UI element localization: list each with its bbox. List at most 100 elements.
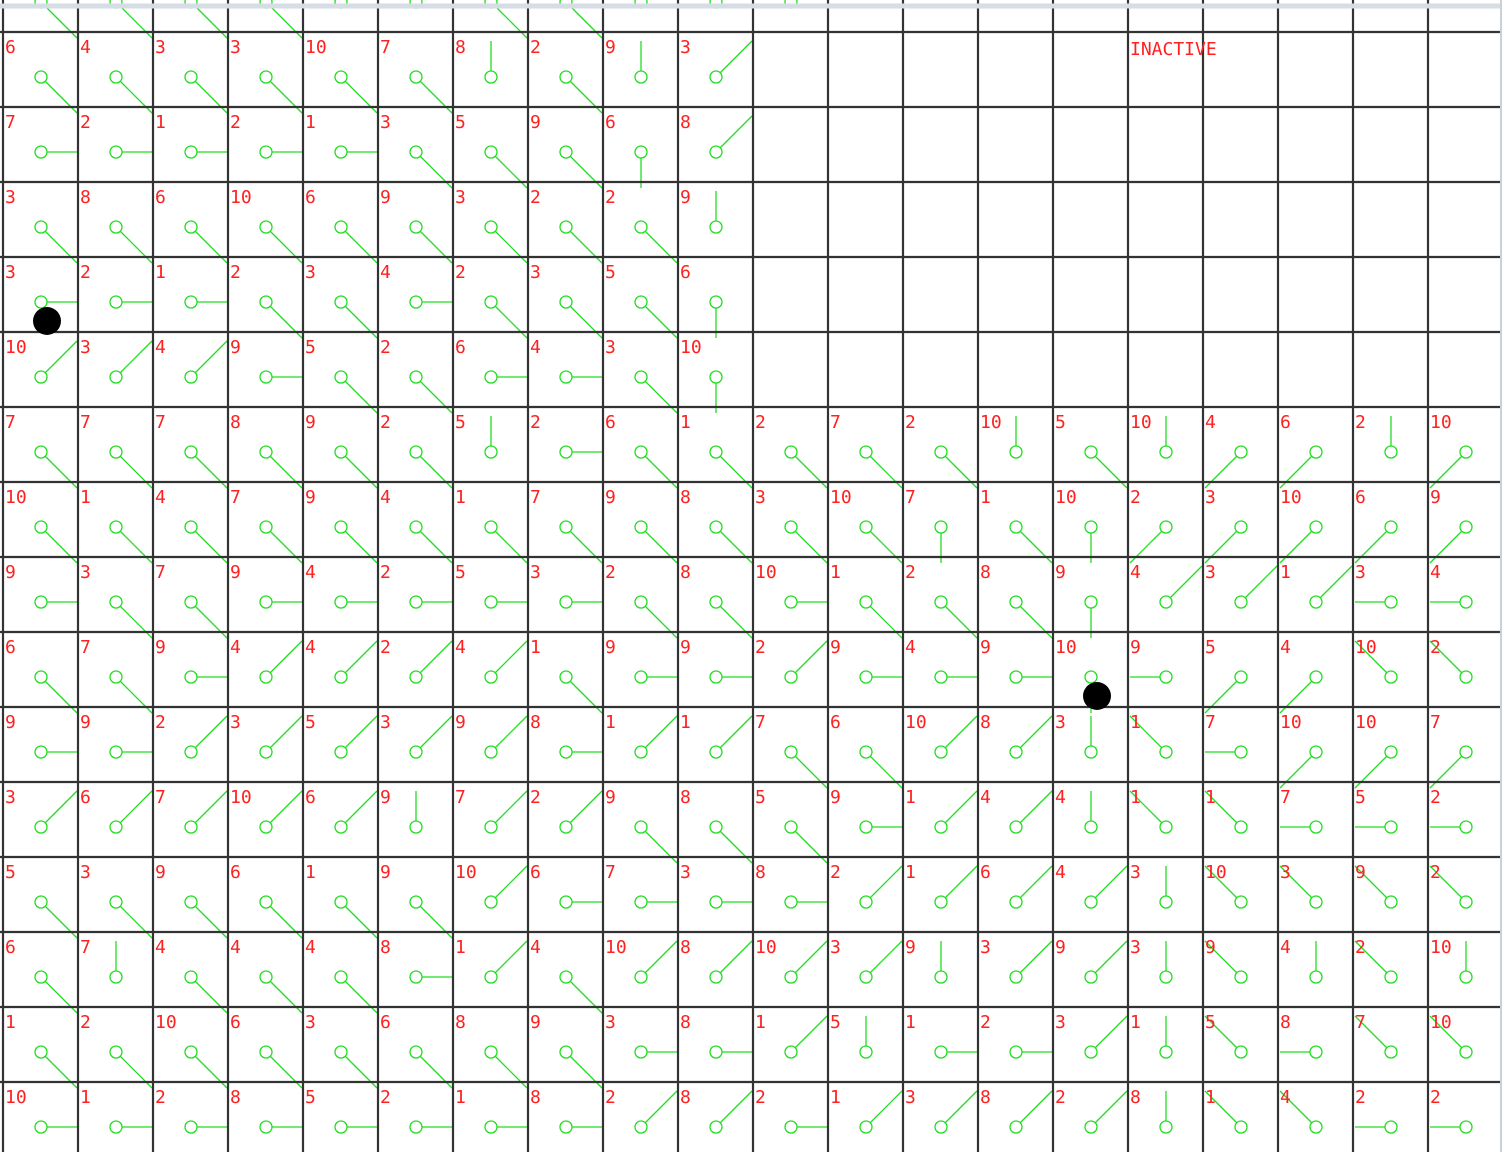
needle-icon — [709, 895, 752, 909]
needle-icon — [634, 41, 648, 84]
cell-number: 3 — [905, 1087, 916, 1108]
cell-number: 4 — [905, 637, 916, 658]
cell-number: 2 — [1355, 937, 1366, 958]
cell-number: 3 — [830, 937, 841, 958]
needle-icon — [1204, 790, 1248, 834]
cell-number: 1 — [80, 487, 91, 508]
needle-icon — [109, 790, 153, 834]
cell-number: 2 — [1430, 637, 1441, 658]
cell-number: 8 — [530, 1087, 541, 1108]
needle-icon — [1279, 1090, 1323, 1134]
cell-number: 4 — [380, 262, 391, 283]
needle-icon — [559, 370, 602, 384]
needle-icon — [1430, 1120, 1473, 1134]
cell-number: 8 — [1280, 1012, 1291, 1033]
needle-icon — [709, 115, 753, 159]
needle-icon — [1084, 1015, 1128, 1059]
cell-number: 3 — [80, 862, 91, 883]
needle-icon — [1159, 416, 1173, 459]
needle-icon — [259, 790, 303, 834]
cell-number: 10 — [980, 412, 1002, 433]
cell-number: 3 — [530, 562, 541, 583]
cell-number: 4 — [80, 37, 91, 58]
cell-number: 3 — [680, 37, 691, 58]
needle-icon — [1205, 745, 1248, 759]
cell-number: 4 — [455, 637, 466, 658]
cell-number: 6 — [5, 937, 16, 958]
needle-icon — [409, 595, 452, 609]
cell-number: 6 — [1355, 487, 1366, 508]
cell-number: 9 — [380, 187, 391, 208]
cell-number: 9 — [830, 787, 841, 808]
needle-icon — [34, 340, 78, 384]
needle-icon — [34, 1120, 77, 1134]
cell-number: 10 — [1355, 637, 1377, 658]
cell-number: 4 — [305, 937, 316, 958]
needle-icon — [184, 295, 227, 309]
cell-number: 2 — [1355, 412, 1366, 433]
cell-number: 9 — [80, 712, 91, 733]
cell-number: 9 — [605, 637, 616, 658]
cell-number: 1 — [980, 487, 991, 508]
needle-icon — [1009, 1090, 1053, 1134]
cell-number: 3 — [455, 187, 466, 208]
needle-icon — [709, 191, 723, 234]
cell-number: 6 — [1280, 412, 1291, 433]
needle-icon — [109, 295, 152, 309]
needle-icon — [934, 1045, 977, 1059]
cell-number: 1 — [605, 712, 616, 733]
needle-icon — [334, 640, 378, 684]
cell-number: 9 — [1130, 637, 1141, 658]
cell-number: 1 — [305, 862, 316, 883]
cell-number: 5 — [755, 787, 766, 808]
needle-icon — [634, 895, 677, 909]
cell-number: 10 — [305, 37, 327, 58]
cell-number: 9 — [680, 187, 691, 208]
needle-icon — [1309, 565, 1353, 609]
cell-number: 5 — [305, 337, 316, 358]
needle-icon — [1430, 820, 1473, 834]
needle-icon — [1129, 790, 1173, 834]
cell-number: 1 — [1130, 712, 1141, 733]
cell-number: 6 — [80, 787, 91, 808]
needle-icon — [709, 40, 753, 84]
cell-number: 10 — [1055, 637, 1077, 658]
cell-number: 10 — [5, 487, 27, 508]
cell-number: 2 — [980, 1012, 991, 1033]
needle-icon — [109, 145, 152, 159]
needle-icon — [484, 865, 528, 909]
cell-number: 3 — [305, 1012, 316, 1033]
cell-number: 10 — [1430, 412, 1452, 433]
needle-icon — [934, 1090, 978, 1134]
cell-number: 2 — [1430, 1087, 1441, 1108]
cell-number: 2 — [905, 412, 916, 433]
needle-icon — [1009, 715, 1053, 759]
needle-icon — [1084, 1090, 1128, 1134]
needle-icon — [559, 745, 602, 759]
needle-icon — [1279, 865, 1323, 909]
cell-number: 3 — [1205, 562, 1216, 583]
cell-number: 2 — [230, 112, 241, 133]
needle-icon — [184, 1120, 227, 1134]
cell-number: 10 — [755, 562, 777, 583]
needle-icon — [1084, 716, 1098, 759]
cell-number: 10 — [5, 337, 27, 358]
needle-icon — [184, 715, 228, 759]
cell-number: 9 — [605, 487, 616, 508]
needle-icon — [859, 865, 903, 909]
agent-marker-icon — [33, 307, 61, 335]
cell-number: 4 — [1205, 412, 1216, 433]
cell-number: 9 — [605, 787, 616, 808]
needle-icon — [484, 416, 498, 459]
cell-number: 2 — [530, 412, 541, 433]
cell-number: 3 — [5, 787, 16, 808]
cell-number: 10 — [1205, 862, 1227, 883]
needle-icon — [1204, 1090, 1248, 1134]
cell-number: 4 — [530, 937, 541, 958]
cell-number: 10 — [1130, 412, 1152, 433]
cell-number: 9 — [1205, 937, 1216, 958]
cell-number: 9 — [980, 637, 991, 658]
needle-icon — [484, 940, 528, 984]
needle-icon — [334, 715, 378, 759]
